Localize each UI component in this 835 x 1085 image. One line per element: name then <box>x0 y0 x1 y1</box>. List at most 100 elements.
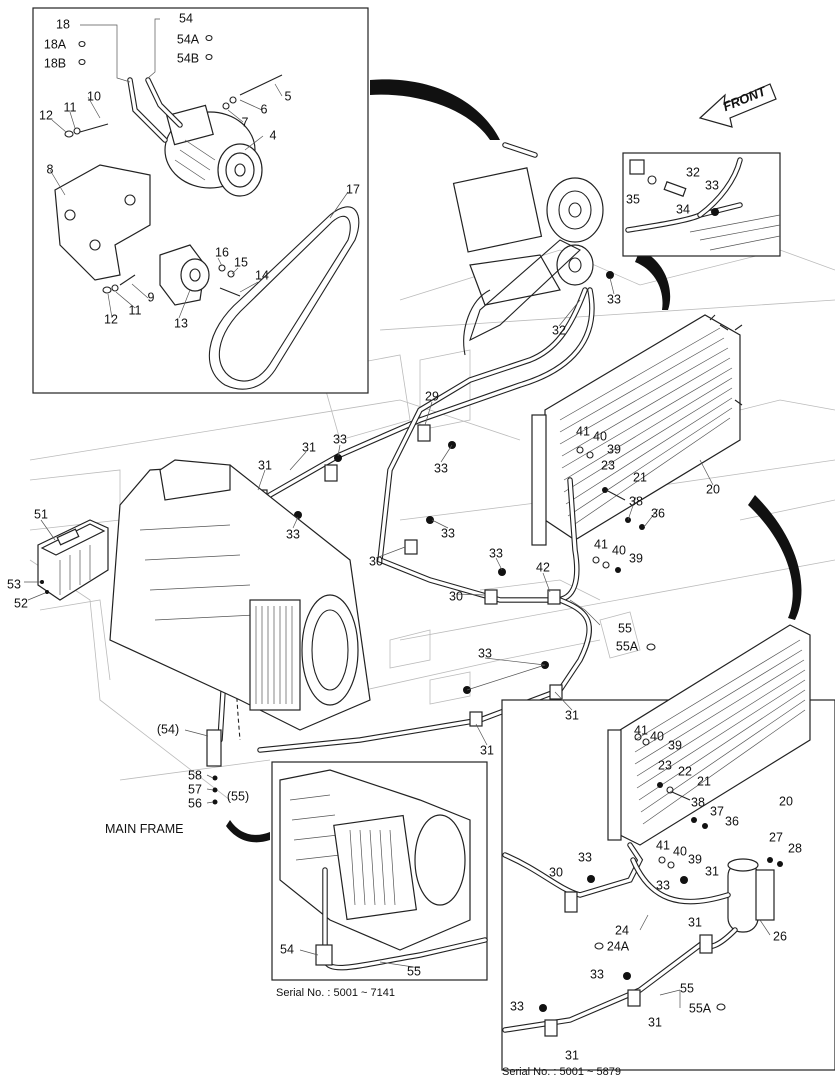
part-callout-31: 31 <box>302 440 316 454</box>
part-callout-38: 38 <box>629 494 643 508</box>
part-callout-31: 31 <box>258 458 272 472</box>
part-callout-21: 21 <box>697 774 711 788</box>
part-callout-24: 24 <box>615 923 629 937</box>
part-callout-30: 30 <box>449 589 463 603</box>
part-callout-40: 40 <box>612 543 626 557</box>
part-callout-33: 33 <box>510 999 524 1013</box>
part-number-callouts: 1818A18B5454A54B567410111281716151491112… <box>7 11 802 1062</box>
hvac-unit-main <box>109 459 371 731</box>
part-callout-12: 12 <box>39 108 53 122</box>
part-callout-24a: 24A <box>607 939 630 953</box>
part-callout-55a: 55A <box>616 639 639 653</box>
part-callout-14: 14 <box>255 268 269 282</box>
part-callout-30: 30 <box>369 554 383 568</box>
part-callout-55: 55 <box>680 981 694 995</box>
part-callout-41: 41 <box>576 424 590 438</box>
main-frame-label: MAIN FRAME <box>105 822 183 836</box>
part-callout-53: 53 <box>7 577 21 591</box>
part-callout-57: 57 <box>188 782 202 796</box>
part-callout-33: 33 <box>705 178 719 192</box>
inset-pointer-arrow <box>370 79 500 140</box>
part-callout-40: 40 <box>650 729 664 743</box>
part-callout-29: 29 <box>425 389 439 403</box>
part-callout-31: 31 <box>480 743 494 757</box>
inset-pointer-arrow <box>748 495 802 620</box>
part-callout-31: 31 <box>565 1048 579 1062</box>
part-callout-39: 39 <box>629 551 643 565</box>
part-callout-40: 40 <box>673 844 687 858</box>
part-callout-41: 41 <box>634 723 648 737</box>
part-callout-11: 11 <box>64 100 77 114</box>
part-callout-32: 32 <box>552 323 566 337</box>
part-callout-35: 35 <box>626 192 640 206</box>
part-callout-54a: 54A <box>177 32 200 46</box>
part-callout-30: 30 <box>549 865 563 879</box>
part-callout-26: 26 <box>773 929 787 943</box>
part-callout-31: 31 <box>688 915 702 929</box>
part-callout-33: 33 <box>656 878 670 892</box>
compressor-exploded-inset <box>32 7 369 394</box>
condenser-receiver-inset <box>501 624 835 1071</box>
part-callout-54: 54 <box>280 942 294 956</box>
clamps-bolts-main <box>206 271 656 805</box>
serial-range-inset-1: Serial No. : 5001 ~ 7141 <box>276 987 395 999</box>
part-callout-32: 32 <box>686 165 700 179</box>
part-callout-37: 37 <box>710 804 724 818</box>
part-callout-36: 36 <box>651 506 665 520</box>
part-callout-33: 33 <box>286 527 300 541</box>
part-callout-33: 33 <box>333 432 347 446</box>
part-callout-33: 33 <box>434 461 448 475</box>
part-callout-10: 10 <box>87 89 101 103</box>
part-callout-33: 33 <box>578 850 592 864</box>
part-callout-33: 33 <box>441 526 455 540</box>
part-callout-55: 55 <box>407 964 421 978</box>
hose-detail-inset <box>622 152 781 257</box>
part-callout-58: 58 <box>188 768 202 782</box>
part-callout-55: (55) <box>227 789 249 803</box>
part-callout-16: 16 <box>215 245 229 259</box>
part-callout-34: 34 <box>676 202 690 216</box>
part-callout-31: 31 <box>648 1015 662 1029</box>
part-callout-56: 56 <box>188 796 202 810</box>
part-callout-4: 4 <box>270 128 277 142</box>
part-callout-18: 18 <box>56 17 70 31</box>
front-direction-arrow: FRONT <box>698 83 777 128</box>
part-callout-21: 21 <box>633 470 647 484</box>
part-callout-22: 22 <box>678 764 692 778</box>
part-callout-40: 40 <box>593 429 607 443</box>
part-callout-41: 41 <box>594 537 608 551</box>
part-callout-23: 23 <box>658 758 672 772</box>
part-callout-42: 42 <box>536 560 550 574</box>
part-callout-20: 20 <box>706 482 720 496</box>
part-callout-38: 38 <box>691 795 705 809</box>
part-callout-7: 7 <box>242 115 249 129</box>
condenser-main <box>531 314 743 546</box>
part-callout-33: 33 <box>607 292 621 306</box>
part-callout-23: 23 <box>601 458 615 472</box>
part-callout-39: 39 <box>668 738 682 752</box>
part-callout-31: 31 <box>705 864 719 878</box>
part-callout-6: 6 <box>261 102 268 116</box>
part-callout-54b: 54B <box>177 51 199 65</box>
part-callout-51: 51 <box>34 507 48 521</box>
part-callout-11: 11 <box>129 303 142 317</box>
part-callout-41: 41 <box>656 838 670 852</box>
compressor-main-view <box>452 142 604 356</box>
part-callout-17: 17 <box>346 182 360 196</box>
part-callout-27: 27 <box>769 830 783 844</box>
part-callout-55: 55 <box>618 621 632 635</box>
hvac-detail-inset <box>271 761 488 981</box>
serial-range-inset-2: Serial No. : 5001 ~ 5879 <box>502 1066 621 1078</box>
part-callout-31: 31 <box>565 708 579 722</box>
part-callout-28: 28 <box>788 841 802 855</box>
control-panel-unit <box>37 519 109 601</box>
part-callout-54: (54) <box>157 722 179 736</box>
part-callout-39: 39 <box>607 442 621 456</box>
part-callout-20: 20 <box>779 794 793 808</box>
part-callout-39: 39 <box>688 852 702 866</box>
part-callout-52: 52 <box>14 596 28 610</box>
part-callout-36: 36 <box>725 814 739 828</box>
part-callout-5: 5 <box>285 89 292 103</box>
